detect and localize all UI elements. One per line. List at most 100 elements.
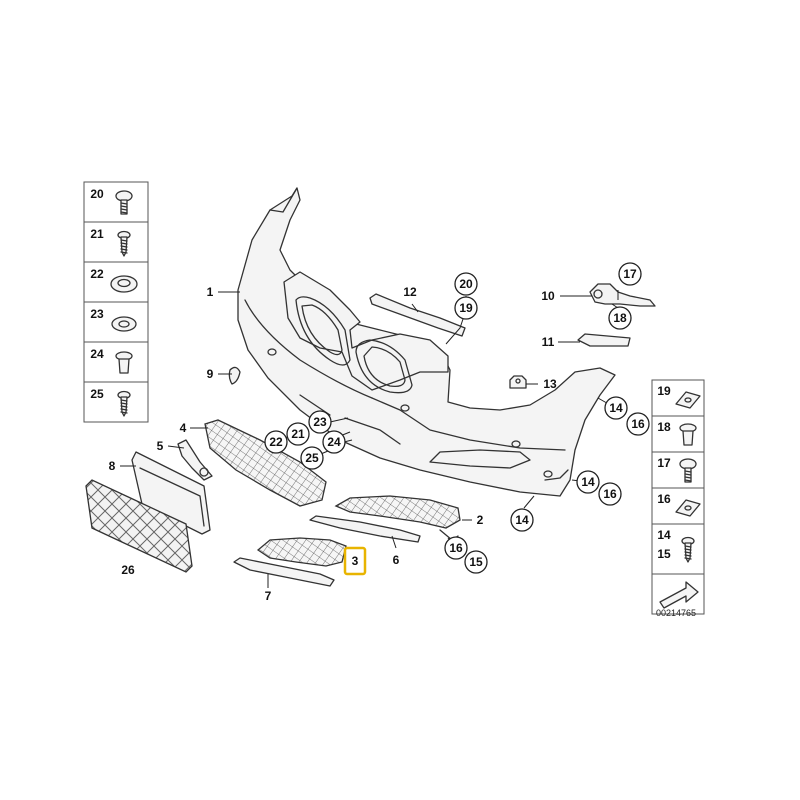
callout-circle bbox=[322, 430, 346, 454]
lower-mesh-panel bbox=[85, 479, 193, 573]
callout-label: 14 bbox=[581, 475, 595, 489]
screw-icon bbox=[681, 536, 695, 563]
lower-center-grille bbox=[204, 419, 327, 507]
washer-icon bbox=[111, 316, 137, 332]
callout-circle bbox=[454, 272, 478, 296]
callout-8[interactable]: 8 bbox=[109, 459, 116, 473]
callout-label: 1 bbox=[207, 285, 214, 299]
legend-number: 23 bbox=[90, 307, 104, 321]
callout-15[interactable]: 15 bbox=[464, 550, 488, 574]
legend-left-row: 21 bbox=[83, 221, 149, 263]
expanding-rivet-icon bbox=[115, 351, 133, 374]
callout-1[interactable]: 1 bbox=[207, 285, 214, 299]
callouts: 1245678910111213141414151616161718192021… bbox=[109, 262, 650, 603]
callout-25[interactable]: 25 bbox=[300, 446, 324, 470]
callout-label: 21 bbox=[291, 427, 305, 441]
callout-14[interactable]: 14 bbox=[576, 470, 600, 494]
callout-label: 7 bbox=[265, 589, 272, 603]
legend-right-row: 16 bbox=[651, 487, 705, 525]
callout-label: 24 bbox=[327, 435, 341, 449]
callout-label: 14 bbox=[515, 513, 529, 527]
callout-10[interactable]: 10 bbox=[541, 289, 555, 303]
callout-label: 17 bbox=[623, 267, 637, 281]
callout-label: 25 bbox=[305, 451, 319, 465]
clip-nut-icon bbox=[675, 499, 701, 517]
callout-4[interactable]: 4 bbox=[180, 421, 187, 435]
screw-icon bbox=[117, 390, 131, 417]
callout-16[interactable]: 16 bbox=[598, 482, 622, 506]
callout-label: 12 bbox=[403, 285, 417, 299]
callout-circle bbox=[464, 550, 488, 574]
callout-label: 15 bbox=[469, 555, 483, 569]
callout-circle bbox=[626, 412, 650, 436]
callout-21[interactable]: 21 bbox=[286, 422, 310, 446]
callout-label: 10 bbox=[541, 289, 555, 303]
expanding-rivet-icon bbox=[679, 423, 697, 446]
callout-11[interactable]: 11 bbox=[542, 335, 555, 349]
callout-label: 14 bbox=[609, 401, 623, 415]
callout-circle bbox=[598, 482, 622, 506]
bolt-icon bbox=[679, 458, 697, 483]
legend-number: 22 bbox=[90, 267, 104, 281]
callout-circle bbox=[608, 306, 632, 330]
callout-label: 18 bbox=[613, 311, 627, 325]
legend-left-row: 24 bbox=[83, 341, 149, 383]
legend-number: 21 bbox=[90, 227, 104, 241]
trim-strip-7 bbox=[233, 557, 335, 587]
callout-5[interactable]: 5 bbox=[157, 439, 164, 453]
callout-12[interactable]: 12 bbox=[403, 285, 417, 299]
callout-20[interactable]: 20 bbox=[454, 272, 478, 296]
callout-19[interactable]: 19 bbox=[454, 296, 478, 320]
callout-circle bbox=[444, 536, 468, 560]
callout-14[interactable]: 14 bbox=[510, 508, 534, 532]
legend-number: 18 bbox=[657, 420, 671, 434]
callout-2[interactable]: 2 bbox=[477, 513, 484, 527]
legend-number: 14 bbox=[657, 528, 671, 542]
highlighted-label: 3 bbox=[352, 554, 359, 568]
callout-22[interactable]: 22 bbox=[264, 430, 288, 454]
callout-16[interactable]: 16 bbox=[444, 536, 468, 560]
callout-23[interactable]: 23 bbox=[308, 410, 332, 434]
callout-26[interactable]: 26 bbox=[121, 563, 135, 577]
clip-9 bbox=[228, 366, 241, 385]
callout-label: 20 bbox=[459, 277, 473, 291]
callout-16[interactable]: 16 bbox=[626, 412, 650, 436]
callout-circle bbox=[308, 410, 332, 434]
callout-13[interactable]: 13 bbox=[543, 377, 557, 391]
callout-label: 9 bbox=[207, 367, 214, 381]
trim-strip-6 bbox=[309, 515, 421, 543]
callout-6[interactable]: 6 bbox=[393, 553, 400, 567]
callout-label: 2 bbox=[477, 513, 484, 527]
callout-circle bbox=[510, 508, 534, 532]
legend-right-row: 17 bbox=[651, 451, 705, 489]
callout-label: 26 bbox=[121, 563, 135, 577]
callout-label: 16 bbox=[449, 541, 463, 555]
callout-label: 5 bbox=[157, 439, 164, 453]
trim-strip-12 bbox=[369, 293, 466, 337]
callout-circle bbox=[454, 296, 478, 320]
callout-9[interactable]: 9 bbox=[207, 367, 214, 381]
side-grille-left bbox=[256, 537, 347, 567]
legend-number: 19 bbox=[657, 384, 671, 398]
callout-label: 16 bbox=[631, 417, 645, 431]
reference-code: 00214765 bbox=[656, 608, 696, 618]
callout-circle bbox=[264, 430, 288, 454]
callout-circle bbox=[576, 470, 600, 494]
callout-circle bbox=[604, 396, 628, 420]
clip-nut-icon bbox=[675, 391, 701, 409]
callout-24[interactable]: 24 bbox=[322, 430, 346, 454]
callout-14[interactable]: 14 bbox=[604, 396, 628, 420]
bracket-10 bbox=[589, 283, 656, 307]
front-bumper-cover bbox=[237, 187, 616, 497]
callout-7[interactable]: 7 bbox=[265, 589, 272, 603]
legend-number: 15 bbox=[657, 547, 671, 561]
legend-left-row: 22 bbox=[83, 261, 149, 303]
bracket-11 bbox=[577, 333, 631, 347]
arrow-icon bbox=[659, 581, 699, 609]
legend-left-row: 25 bbox=[83, 381, 149, 423]
highlighted-callout-3[interactable]: 3 bbox=[343, 546, 367, 576]
callout-17[interactable]: 17 bbox=[618, 262, 642, 286]
callout-18[interactable]: 18 bbox=[608, 306, 632, 330]
